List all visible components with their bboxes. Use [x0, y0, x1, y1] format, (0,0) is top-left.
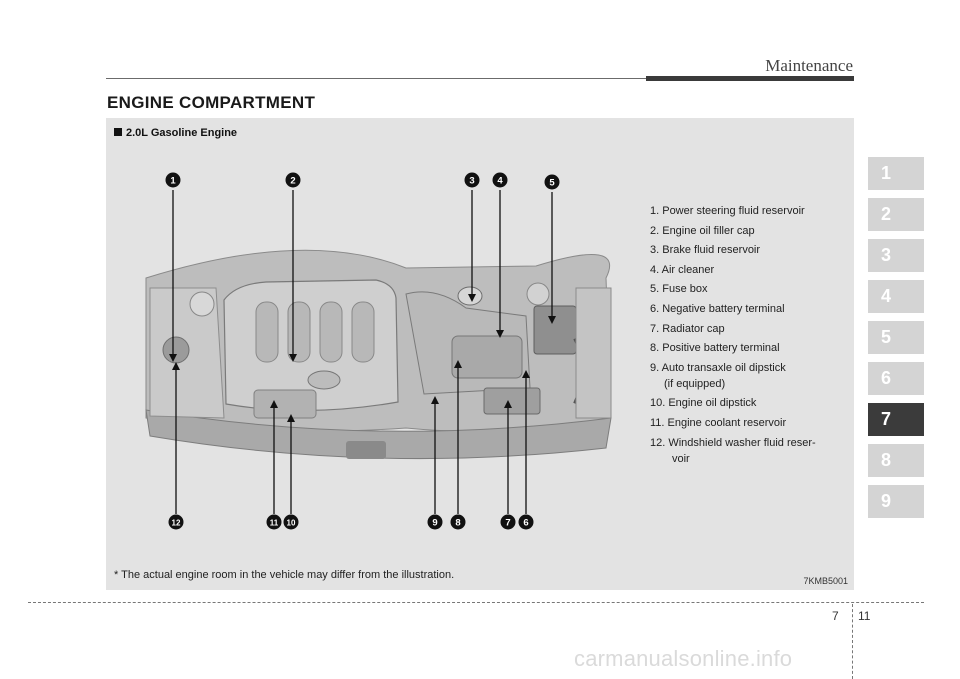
figure-panel: 1 2 3 4 5 12 11 10 9 8 7 6 2.0L Gasoline…: [106, 118, 854, 590]
svg-text:5: 5: [549, 178, 555, 189]
figure-footnote: * The actual engine room in the vehicle …: [114, 569, 455, 581]
chapter-tab-7[interactable]: 7: [868, 403, 924, 436]
header-rule-accent: [646, 76, 854, 81]
callout-bottom-12: 12: [168, 514, 184, 530]
svg-text:9: 9: [432, 518, 437, 529]
chapter-tab-8[interactable]: 8: [868, 444, 924, 477]
legend-item-continuation: (if equipped): [664, 377, 726, 390]
bullet-square-icon: [114, 128, 122, 136]
callout-top-3: 3: [464, 172, 480, 188]
legend-item: 10. Engine oil dipstick: [650, 397, 757, 410]
legend-item: 8. Positive battery terminal: [650, 342, 780, 355]
figure-code: 7KMB5001: [803, 576, 848, 586]
svg-text:6: 6: [523, 518, 528, 529]
legend-item: 7. Radiator cap: [650, 322, 725, 335]
engine-label: 2.0L Gasoline Engine: [114, 127, 237, 139]
svg-text:11: 11: [270, 519, 279, 528]
parts-legend: 1. Power steering fluid reservoir 2. Eng…: [650, 204, 850, 471]
engine-illustration: 1 2 3 4 5 12 11 10 9 8 7 6: [145, 172, 612, 530]
callout-top-1: 1: [165, 172, 181, 188]
svg-text:12: 12: [172, 519, 181, 528]
legend-item: 4. Air cleaner: [650, 263, 715, 276]
callout-bottom-7: 7: [500, 514, 516, 530]
legend-item-continuation: voir: [672, 452, 690, 465]
chapter-tab-1[interactable]: 1: [868, 157, 924, 190]
callout-bottom-8: 8: [450, 514, 466, 530]
legend-item: 11. Engine coolant reservoir: [650, 416, 787, 429]
page-chapter-number: 7: [832, 609, 839, 623]
legend-item: 1. Power steering fluid reservoir: [650, 205, 805, 217]
page-number: 11: [858, 609, 871, 623]
svg-text:8: 8: [455, 518, 460, 529]
chapter-tab-5[interactable]: 5: [868, 321, 924, 354]
chapter-tab-4[interactable]: 4: [868, 280, 924, 313]
section-name: Maintenance: [765, 56, 853, 75]
engine-label-text: 2.0L Gasoline Engine: [126, 127, 238, 139]
svg-text:10: 10: [287, 519, 296, 528]
callout-bottom-10: 10: [283, 514, 299, 530]
callout-top-2: 2: [285, 172, 301, 188]
chapter-tabs: 1 2 3 4 5 6 7 8 9: [868, 157, 924, 526]
watermark: carmanualsonline.info: [574, 646, 793, 671]
chapter-tab-2[interactable]: 2: [868, 198, 924, 231]
svg-text:3: 3: [469, 176, 474, 187]
legend-item: 6. Negative battery terminal: [650, 302, 785, 315]
svg-text:1: 1: [170, 176, 176, 187]
legend-item: 2. Engine oil filler cap: [650, 224, 755, 237]
legend-item: 5. Fuse box: [650, 283, 708, 296]
svg-text:4: 4: [497, 176, 503, 187]
legend-item: 3. Brake fluid reservoir: [650, 244, 761, 257]
footer-divider: [852, 604, 853, 679]
chapter-tab-6[interactable]: 6: [868, 362, 924, 395]
footer-rule: [28, 602, 924, 603]
callout-bottom-11: 11: [266, 514, 282, 530]
svg-text:2: 2: [290, 176, 295, 187]
svg-text:7: 7: [505, 518, 510, 529]
callout-bottom-9: 9: [427, 514, 443, 530]
callout-top-4: 4: [492, 172, 508, 188]
chapter-tab-3[interactable]: 3: [868, 239, 924, 272]
legend-item: 9. Auto transaxle oil dipstick: [650, 361, 786, 374]
callout-top-5: 5: [544, 174, 560, 190]
page-title: ENGINE COMPARTMENT: [107, 93, 316, 112]
legend-item: 12. Windshield washer fluid reser-: [650, 436, 816, 449]
callout-bottom-6: 6: [518, 514, 534, 530]
chapter-tab-9[interactable]: 9: [868, 485, 924, 518]
header-rule: [106, 78, 646, 79]
